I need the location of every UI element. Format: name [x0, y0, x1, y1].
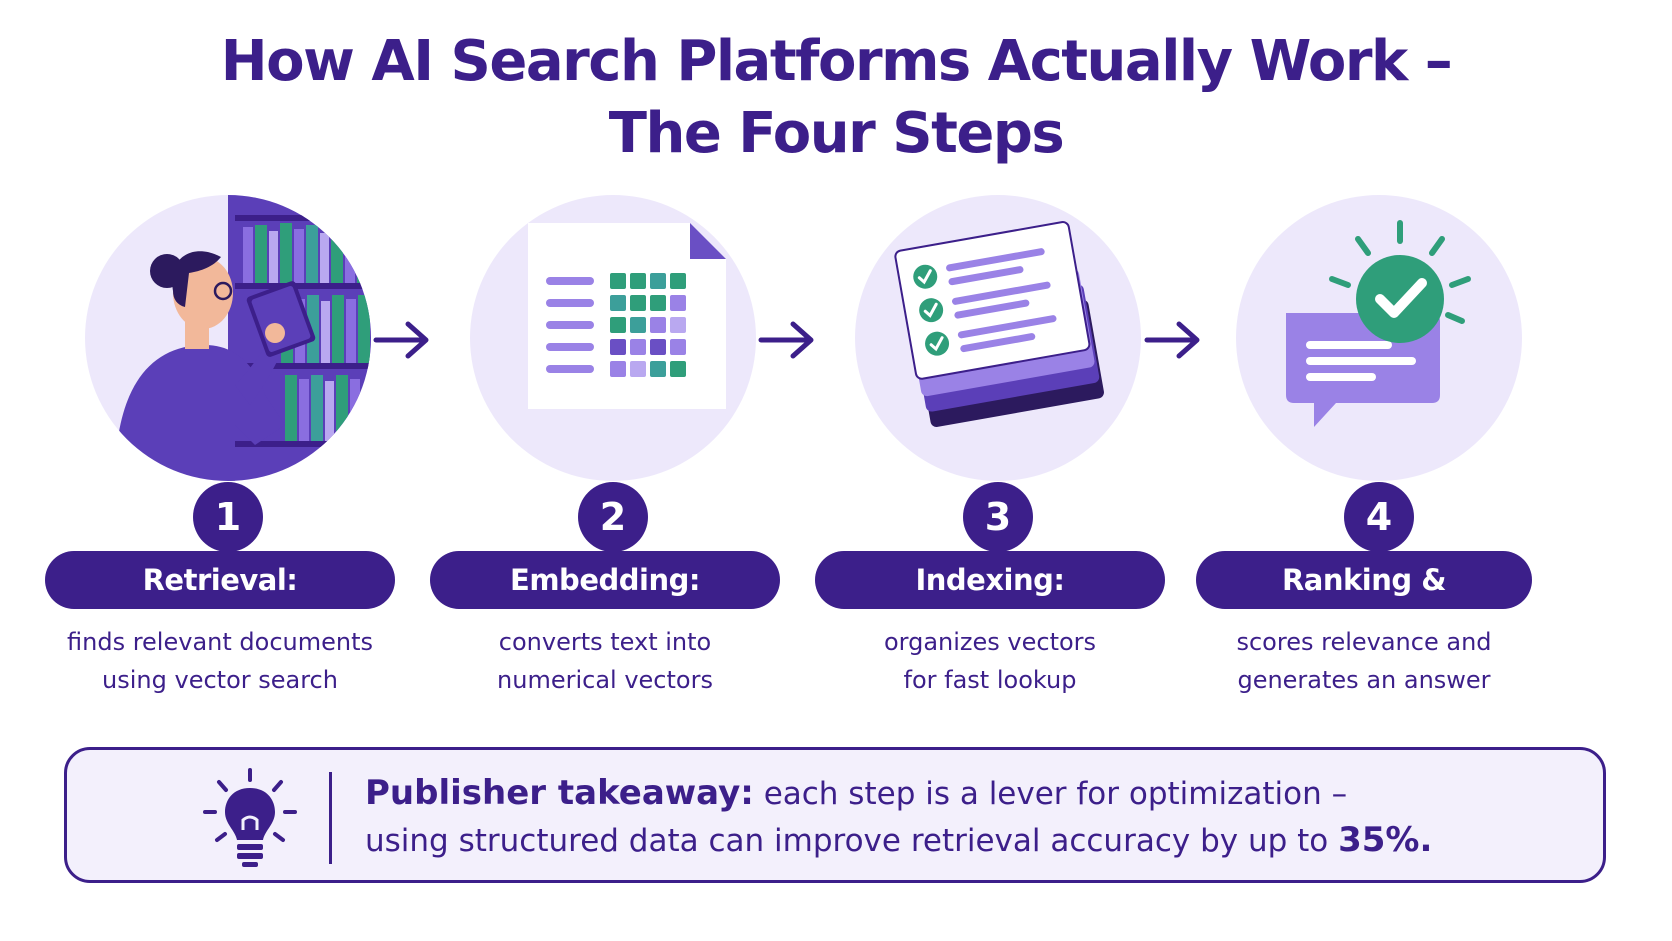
- takeaway-line-1: Publisher takeaway: each step is a lever…: [365, 770, 1585, 817]
- takeaway-line-1-text: each step is a lever for optimization –: [753, 776, 1348, 812]
- step-description: finds relevant documents using vector se…: [45, 623, 395, 699]
- step-description-line: scores relevance and: [1236, 628, 1492, 656]
- step-description-line: for fast lookup: [903, 666, 1077, 694]
- takeaway-text: Publisher takeaway: each step is a lever…: [365, 770, 1585, 864]
- arrow-right-icon: [1144, 321, 1200, 359]
- step-label: Retrieval:: [45, 551, 395, 609]
- step-description-line: numerical vectors: [497, 666, 713, 694]
- step-ranking-synthesis: 4 Ranking & Synthesis: scores relevance …: [1196, 195, 1556, 715]
- page-title: How AI Search Platforms Actually Work – …: [0, 26, 1672, 170]
- step-number: 1: [193, 482, 263, 552]
- takeaway-stat: 35%.: [1338, 820, 1433, 860]
- step-label: Indexing:: [815, 551, 1165, 609]
- step-embedding: 2 Embedding: converts text into numerica…: [430, 195, 790, 715]
- step-indexing: 3 Indexing: organizes vectors for fast l…: [815, 195, 1175, 715]
- step-description-line: finds relevant documents: [67, 628, 373, 656]
- chat-checkmark-icon: [1286, 220, 1471, 427]
- takeaway-lead: Publisher takeaway:: [365, 773, 754, 813]
- step-number: 4: [1344, 482, 1414, 552]
- step-label: Embedding:: [430, 551, 780, 609]
- step-retrieval: 1 Retrieval: finds relevant documents us…: [45, 195, 405, 715]
- step-number: 2: [578, 482, 648, 552]
- arrow-right-icon: [758, 321, 814, 359]
- takeaway-line-2-text: using structured data can improve retrie…: [365, 823, 1339, 859]
- person-at-bookshelf-icon: [115, 195, 371, 481]
- publisher-takeaway-panel: Publisher takeaway: each step is a lever…: [64, 747, 1606, 883]
- step-2-illustration: [470, 195, 756, 481]
- lightbulb-icon: [203, 768, 297, 867]
- panel-divider: [329, 772, 332, 864]
- stacked-checklist-icon: [894, 221, 1104, 427]
- step-description: converts text into numerical vectors: [430, 623, 780, 699]
- step-description-line: organizes vectors: [883, 628, 1097, 656]
- step-number: 3: [963, 482, 1033, 552]
- step-description-line: generates an answer: [1237, 666, 1491, 694]
- step-description-line: using vector search: [102, 666, 338, 694]
- document-vector-grid-icon: [528, 223, 726, 409]
- arrow-right-icon: [373, 321, 429, 359]
- step-4-illustration: [1236, 195, 1522, 481]
- takeaway-line-2: using structured data can improve retrie…: [365, 817, 1585, 864]
- step-description-line: converts text into: [498, 628, 712, 656]
- step-description: scores relevance and generates an answer: [1196, 623, 1532, 699]
- step-3-illustration: [855, 195, 1141, 481]
- step-label: Ranking & Synthesis:: [1196, 551, 1532, 655]
- step-description: organizes vectors for fast lookup: [815, 623, 1165, 699]
- title-line-1: How AI Search Platforms Actually Work –: [220, 29, 1453, 94]
- title-line-2: The Four Steps: [608, 101, 1065, 166]
- step-1-illustration: [85, 195, 371, 481]
